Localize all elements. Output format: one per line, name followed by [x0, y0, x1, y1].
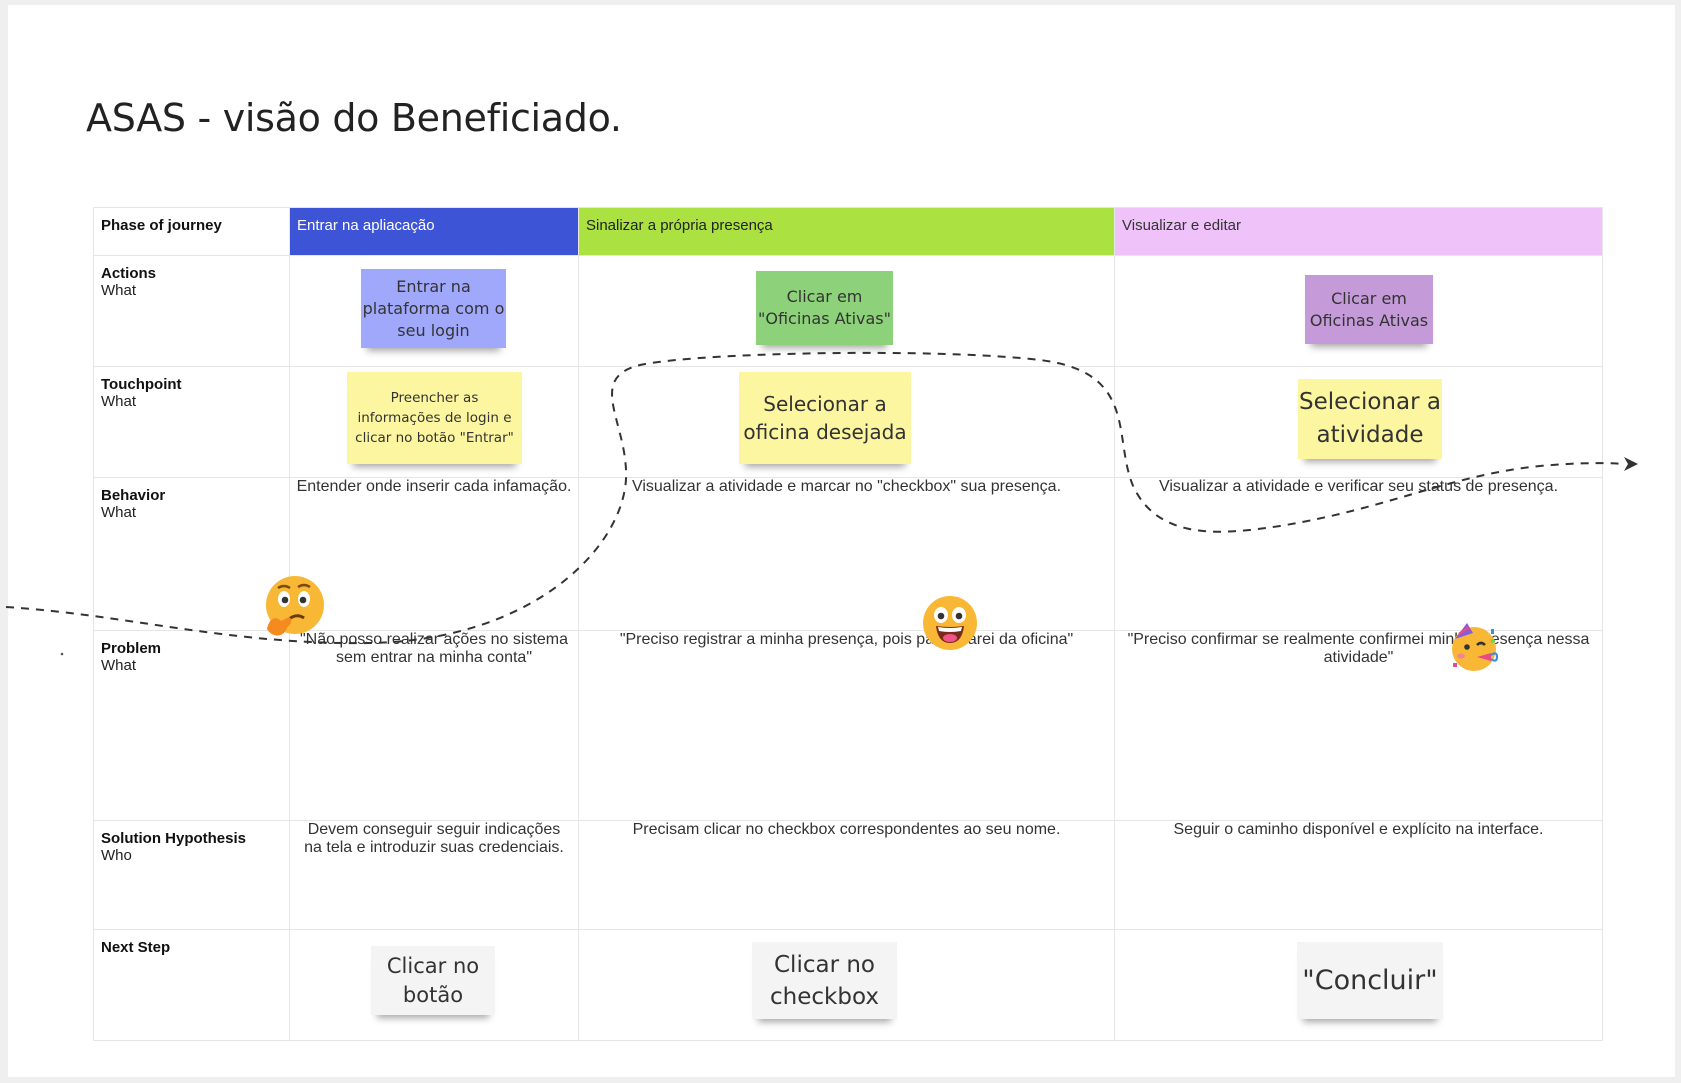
- phase-row-label: Phase of journey: [93, 207, 290, 256]
- behavior-text-2: Visualizar a atividade e marcar no "chec…: [631, 478, 1062, 495]
- action-sticky-3[interactable]: Clicar em Oficinas Ativas: [1305, 275, 1433, 344]
- behavior-cell-3: Visualizar a atividade e verificar seu s…: [1114, 477, 1603, 631]
- board-title: ASAS - visão do Beneficiado.: [86, 96, 622, 140]
- phase-3-header[interactable]: Visualizar e editar: [1114, 207, 1603, 256]
- partying-face-emoji: [1452, 623, 1499, 671]
- behavior-text-1: Entender onde inserir cada infamação.: [296, 478, 572, 495]
- next-step-row-label: Next Step: [93, 929, 290, 1041]
- solution-text-3: Seguir o caminho disponível e explícito …: [1173, 821, 1544, 838]
- problem-cell-2: "Preciso registrar a minha presença, poi…: [578, 630, 1115, 821]
- action-sticky-2[interactable]: Clicar em "Oficinas Ativas": [756, 271, 893, 345]
- phase-2-header[interactable]: Sinalizar a própria presença: [578, 207, 1115, 256]
- solution-text-2: Precisam clicar no checkbox corresponden…: [632, 821, 1061, 838]
- next-step-sticky-2[interactable]: Clicar no checkbox: [752, 942, 897, 1019]
- stray-dot: [60, 652, 64, 656]
- touchpoint-sticky-3[interactable]: Selecionar a atividade: [1298, 379, 1442, 459]
- thinking-face-emoji: [266, 576, 324, 636]
- solution-cell-2: Precisam clicar no checkbox corresponden…: [578, 820, 1115, 930]
- touchpoint-sticky-1[interactable]: Preencher as informações de login e clic…: [347, 372, 522, 464]
- user-flow-dashed-line: [5, 351, 1625, 645]
- phase-row: Phase of journey Entrar na apliacação Si…: [93, 207, 1603, 256]
- behavior-cell-1: Entender onde inserir cada infamação.: [289, 477, 579, 631]
- next-step-sticky-1[interactable]: Clicar no botão: [371, 946, 495, 1015]
- solution-text-1: Devem conseguir seguir indicações na tel…: [304, 821, 564, 856]
- next-step-sticky-3[interactable]: "Concluir": [1297, 942, 1443, 1019]
- touchpoint-sticky-2[interactable]: Selecionar a oficina desejada: [739, 372, 911, 464]
- phase-1-header[interactable]: Entrar na apliacação: [289, 207, 579, 256]
- solution-cell-3: Seguir o caminho disponível e explícito …: [1114, 820, 1603, 930]
- behavior-text-3: Visualizar a atividade e verificar seu s…: [1158, 478, 1559, 495]
- flow-arrowhead-icon: [1624, 457, 1638, 471]
- action-sticky-1[interactable]: Entrar na plataforma com o seu login: [361, 269, 506, 348]
- grinning-face-emoji: [923, 596, 977, 650]
